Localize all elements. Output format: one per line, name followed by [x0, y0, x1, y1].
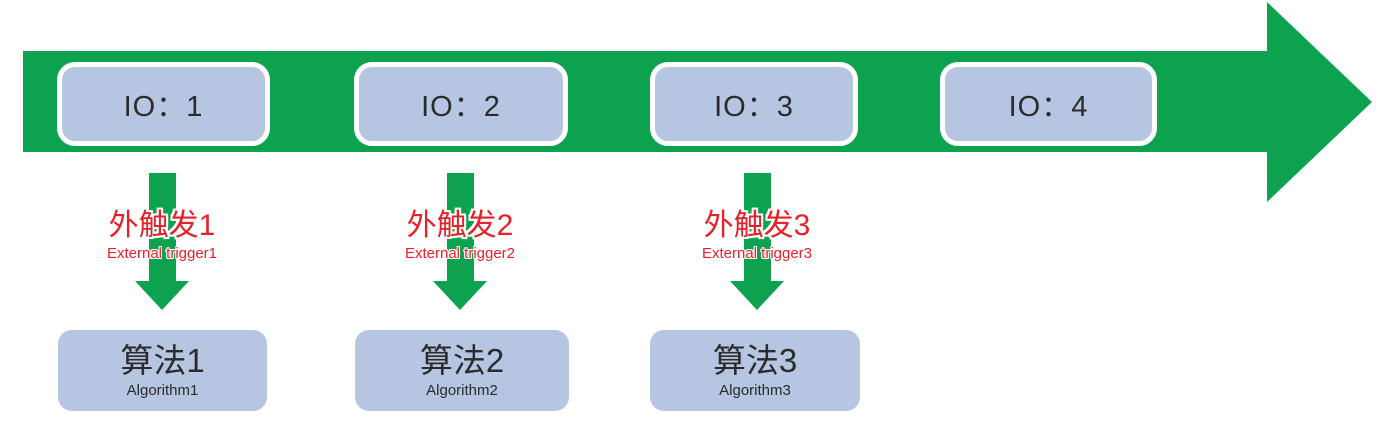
algorithm-box-1: 算法1 Algorithm1	[58, 330, 267, 411]
down-arrow-icon	[149, 173, 176, 283]
algorithm-2-label-en: Algorithm2	[426, 381, 498, 399]
io-box-4: IO：4	[940, 62, 1157, 146]
io-box-1-label: IO：1	[123, 91, 204, 123]
algorithm-2-label-zh: 算法2	[419, 341, 505, 379]
down-arrow-head-icon	[135, 281, 189, 310]
algorithm-1-label-en: Algorithm1	[126, 381, 199, 399]
down-arrow-icon	[447, 173, 474, 283]
down-arrow-head-icon	[433, 281, 487, 310]
down-arrow-icon	[744, 173, 771, 283]
algorithm-box-2: 算法2 Algorithm2	[355, 330, 569, 411]
algorithm-3-label-en: Algorithm3	[719, 381, 791, 399]
algorithm-1-label-zh: 算法1	[120, 341, 205, 379]
down-arrow-head-icon	[730, 281, 784, 310]
trigger-1-label-zh: 外触发1	[108, 209, 216, 242]
io-box-1: IO：1	[57, 62, 270, 146]
io-box-3-label: IO：3	[714, 91, 794, 123]
io-box-4-label: IO：4	[1008, 91, 1089, 123]
trigger-2-label-zh: 外触发2	[406, 209, 514, 242]
trigger-3-label-en: External trigger3	[701, 245, 813, 262]
io-box-3: IO：3	[650, 62, 858, 146]
trigger-3-label-zh: 外触发3	[703, 209, 811, 242]
trigger-1-label-en: External trigger1	[106, 245, 218, 262]
io-box-2-label: IO：2	[421, 91, 501, 123]
algorithm-3-label-zh: 算法3	[712, 341, 798, 379]
right-arrow-icon	[1267, 2, 1372, 202]
io-box-2: IO：2	[354, 62, 568, 146]
algorithm-box-3: 算法3 Algorithm3	[650, 330, 860, 411]
trigger-2-label-en: External trigger2	[404, 245, 516, 262]
